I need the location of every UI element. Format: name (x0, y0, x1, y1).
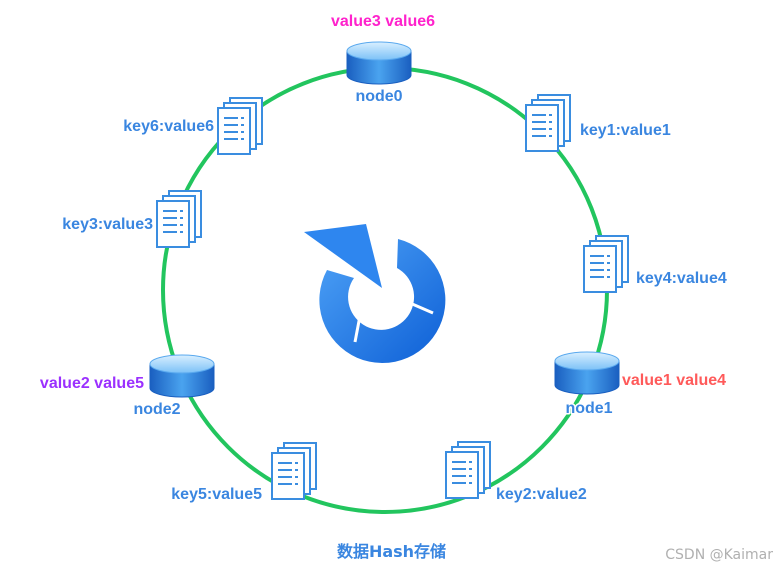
document-stack-icon (583, 235, 629, 293)
watermark: CSDN @Kaimar (665, 547, 773, 563)
document-stack-icon (217, 97, 263, 155)
key1-label: key1:value1 (580, 122, 671, 139)
node2-values: value2 value5 (40, 375, 144, 392)
node1-values: value1 value4 (622, 372, 726, 389)
node0-values: value3 value6 (331, 13, 435, 30)
node0-label: node0 (355, 88, 402, 105)
database-icon (346, 41, 412, 85)
key4-label: key4:value4 (636, 270, 727, 287)
database-icon (149, 354, 215, 398)
node2-label: node2 (133, 401, 180, 418)
database-icon (554, 351, 620, 395)
key3-label: key3:value3 (62, 216, 153, 233)
node1-label: node1 (565, 400, 612, 417)
document-stack-icon (271, 442, 317, 500)
key2-label: key2:value2 (496, 486, 587, 503)
document-stack-icon (445, 441, 491, 499)
key6-label: key6:value6 (123, 118, 214, 135)
diagram-caption: 数据Hash存储 (336, 542, 447, 561)
key5-label: key5:value5 (171, 486, 262, 503)
document-stack-icon (156, 190, 202, 248)
center-logo-icon (304, 224, 446, 364)
document-stack-icon (525, 94, 571, 152)
